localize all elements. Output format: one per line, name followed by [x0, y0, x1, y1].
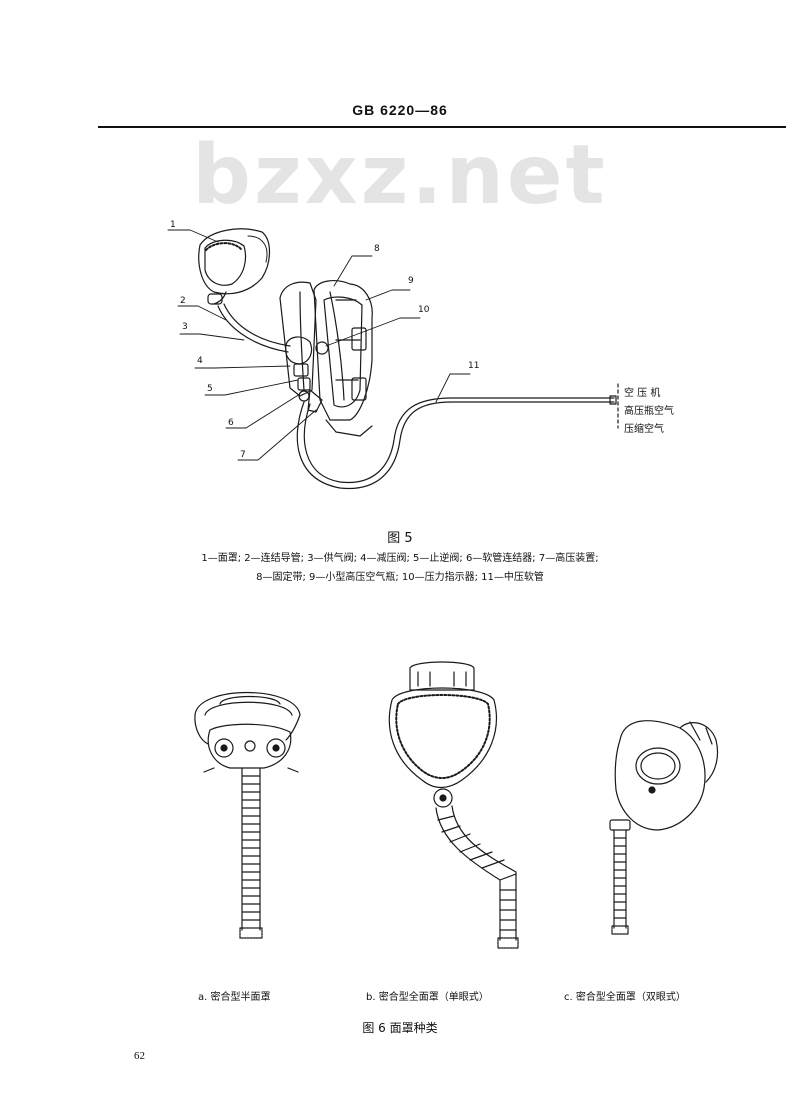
- connecting-hose-drawing: [217, 303, 291, 353]
- callout-9: 9: [408, 276, 414, 286]
- figure5-title: 图 5: [387, 531, 413, 546]
- backpack-harness-drawing: [279, 280, 373, 437]
- callout-2: 2: [180, 296, 186, 306]
- callout-6: 6: [228, 418, 234, 428]
- page-number: 62: [134, 1050, 145, 1062]
- valve-assembly-drawing: [285, 336, 329, 413]
- caption-half-mask: a. 密合型半面罩: [198, 992, 271, 1003]
- callout-4: 4: [197, 356, 203, 366]
- full-mask-single-lens-drawing: [388, 661, 519, 949]
- figure5-legend-line2: 8—固定带; 9—小型高压空气瓶; 10—压力指示器; 11—中压软管: [256, 572, 544, 583]
- watermark: bzxz.net: [192, 128, 608, 223]
- header-rule: [98, 126, 786, 128]
- source-label-high-pressure-cylinder: 高压瓶空气: [624, 406, 674, 417]
- full-mask-twin-lens-drawing: [609, 720, 719, 935]
- caption-full-mask-twin: c. 密合型全面罩（双眼式）: [564, 992, 686, 1003]
- callout-leaders: [167, 229, 471, 461]
- standard-code: GB 6220—86: [352, 102, 448, 118]
- figure5-apparatus-drawing: [198, 228, 619, 490]
- callout-8: 8: [374, 244, 380, 254]
- caption-full-mask-single: b. 密合型全面罩（单眼式）: [366, 992, 489, 1003]
- medium-pressure-hose-drawing: [296, 395, 617, 490]
- callout-7: 7: [240, 450, 246, 460]
- callout-5: 5: [207, 384, 213, 394]
- face-mask-drawing: [198, 228, 271, 305]
- figure6-title: 图 6 面罩种类: [362, 1021, 438, 1035]
- callout-3: 3: [182, 322, 188, 332]
- source-label-compressed-air: 压缩空气: [624, 424, 664, 435]
- callout-11: 11: [468, 361, 480, 371]
- source-label-compressor: 空 压 机: [624, 388, 661, 399]
- figure5-legend-line1: 1—面罩; 2—连结导管; 3—供气阀; 4—减压阀; 5—止逆阀; 6—软管连…: [201, 553, 599, 564]
- half-mask-drawing: [194, 692, 301, 939]
- callout-1: 1: [170, 220, 176, 230]
- callout-10: 10: [418, 305, 430, 315]
